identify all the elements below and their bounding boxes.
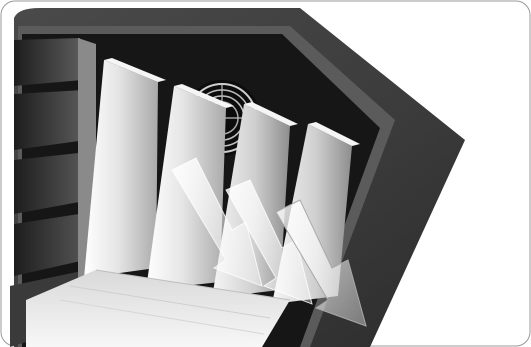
illustration-frame xyxy=(0,0,531,347)
air-conditioner-illustration xyxy=(0,0,531,347)
